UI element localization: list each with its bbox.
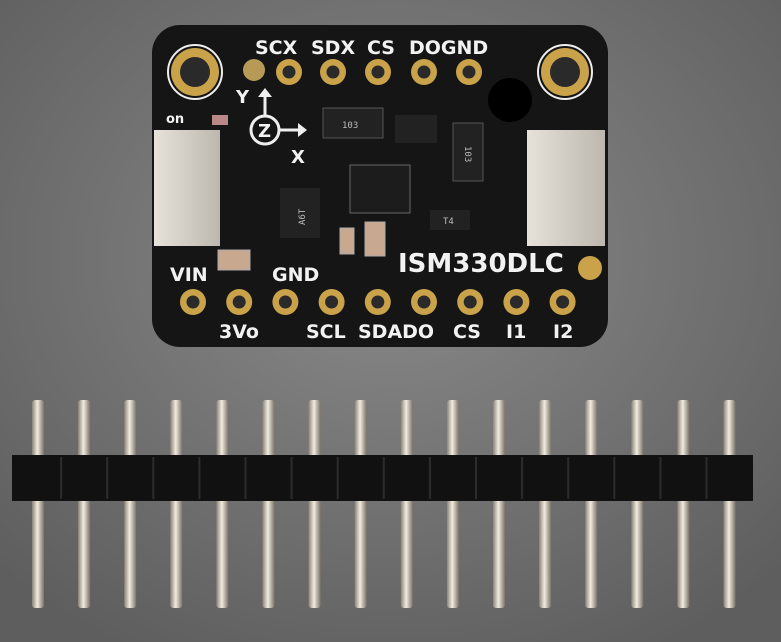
- label-scx: SCX: [255, 37, 298, 59]
- stemma-connector-left: [154, 130, 220, 246]
- chip-marking: T4: [443, 217, 454, 227]
- resistor-array-1: [322, 107, 384, 139]
- header-pin: [78, 400, 91, 608]
- label-cs-top: CS: [367, 37, 395, 59]
- header-pin: [446, 400, 459, 608]
- header-pin: [539, 400, 552, 608]
- header-pin: [170, 400, 183, 608]
- axis-diagram-icon: Z Y X: [235, 87, 307, 168]
- label-i1: I1: [506, 321, 526, 343]
- chip-marking: 103: [342, 121, 358, 131]
- label-sdx: SDX: [311, 37, 355, 59]
- header-pin: [631, 400, 644, 608]
- label-i2: I2: [553, 321, 573, 343]
- breakout-board: 103 103 A6T T4 Z Y X SCX SDX CS DOGND on…: [152, 25, 608, 347]
- header-pin: [32, 400, 44, 608]
- capacitor: [217, 249, 251, 271]
- label-on: on: [166, 112, 184, 127]
- header-pin: [262, 400, 275, 608]
- header-pin: [354, 400, 367, 608]
- pin-header: [12, 400, 753, 608]
- chip-marking: 103: [462, 146, 472, 162]
- label-scl: SCL: [306, 321, 346, 343]
- capacitor: [364, 221, 386, 257]
- capacitor: [339, 227, 355, 255]
- header-plastic-strip: [12, 455, 753, 501]
- top-pin-row: [276, 59, 482, 85]
- voltage-regulator: [280, 188, 320, 238]
- part-name-label: ISM330DLC: [398, 249, 564, 279]
- axis-z-label: Z: [258, 121, 271, 142]
- bottom-pin-row: [180, 289, 576, 315]
- label-sdado: SDADO: [358, 321, 434, 343]
- header-pin: [216, 400, 229, 608]
- label-gnd: GND: [272, 264, 319, 286]
- diode: [430, 210, 470, 230]
- axis-x-label: X: [291, 147, 305, 168]
- header-pin: [124, 400, 137, 608]
- label-3vo: 3Vo: [219, 321, 259, 343]
- header-pin: [677, 400, 690, 608]
- label-vin: VIN: [170, 264, 208, 286]
- header-pin: [585, 400, 598, 608]
- jumper-pad: [243, 59, 265, 81]
- power-led: [212, 115, 228, 125]
- label-cs-bottom: CS: [453, 321, 481, 343]
- mounting-hole-left: [167, 44, 223, 100]
- axis-y-label: Y: [235, 87, 250, 108]
- ism330dlc-sensor-chip: [349, 164, 411, 214]
- header-pin: [723, 400, 736, 608]
- fiducial: [578, 256, 602, 280]
- small-ic: [395, 115, 437, 143]
- mounting-hole-right: [537, 44, 593, 100]
- header-pin: [308, 400, 321, 608]
- header-pin: [493, 400, 505, 608]
- stemma-connector-right: [527, 130, 605, 246]
- chip-marking: A6T: [298, 208, 308, 225]
- label-dognd: DOGND: [409, 37, 488, 59]
- dark-blob: [488, 78, 532, 122]
- resistor-array-2: [452, 122, 484, 182]
- header-pin: [400, 400, 413, 608]
